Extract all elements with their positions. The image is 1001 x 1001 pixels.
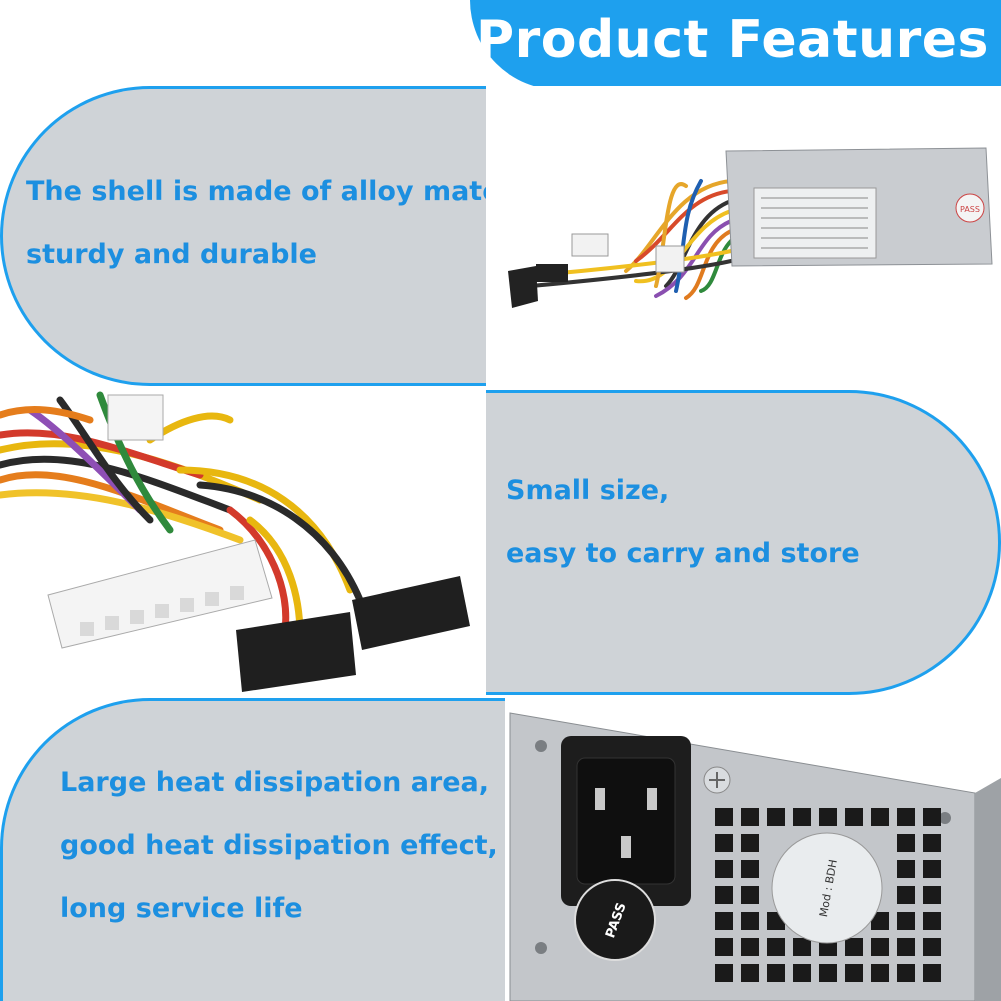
psu-photo: PASS: [486, 86, 1001, 386]
pass-badge-text: PASS: [960, 205, 980, 214]
feature-text-2: Small size, easy to carry and store: [506, 459, 860, 585]
feature-panel-1: [0, 86, 486, 386]
header-banner: Product Features: [470, 0, 1001, 90]
feature-3-line-1: Large heat dissipation area,: [60, 767, 490, 798]
feature-2-line-2: easy to carry and store: [506, 538, 860, 569]
feature-1-line-2: sturdy and durable: [26, 239, 317, 270]
feature-3-line-2: good heat dissipation effect,: [60, 830, 498, 861]
feature-panel-3: [0, 698, 505, 1001]
feature-1-line-1: The shell is made of alloy material,: [26, 176, 561, 207]
feature-3-line-3: long service life: [60, 893, 303, 924]
feature-text-1: The shell is made of alloy material, stu…: [26, 160, 561, 286]
psu-illustration: PASS: [508, 147, 993, 308]
cables-photo: [0, 390, 486, 695]
feature-text-3: Large heat dissipation area, good heat d…: [60, 751, 498, 940]
cables-illustration: [0, 391, 470, 692]
feature-panel-2: [486, 390, 1001, 695]
psu-back-photo: Mod : BDH PASS: [505, 698, 1001, 1001]
feature-2-line-1: Small size,: [506, 475, 670, 506]
psu-back-illustration: Mod : BDH PASS: [509, 712, 1001, 1001]
page-title: Product Features: [475, 10, 989, 70]
